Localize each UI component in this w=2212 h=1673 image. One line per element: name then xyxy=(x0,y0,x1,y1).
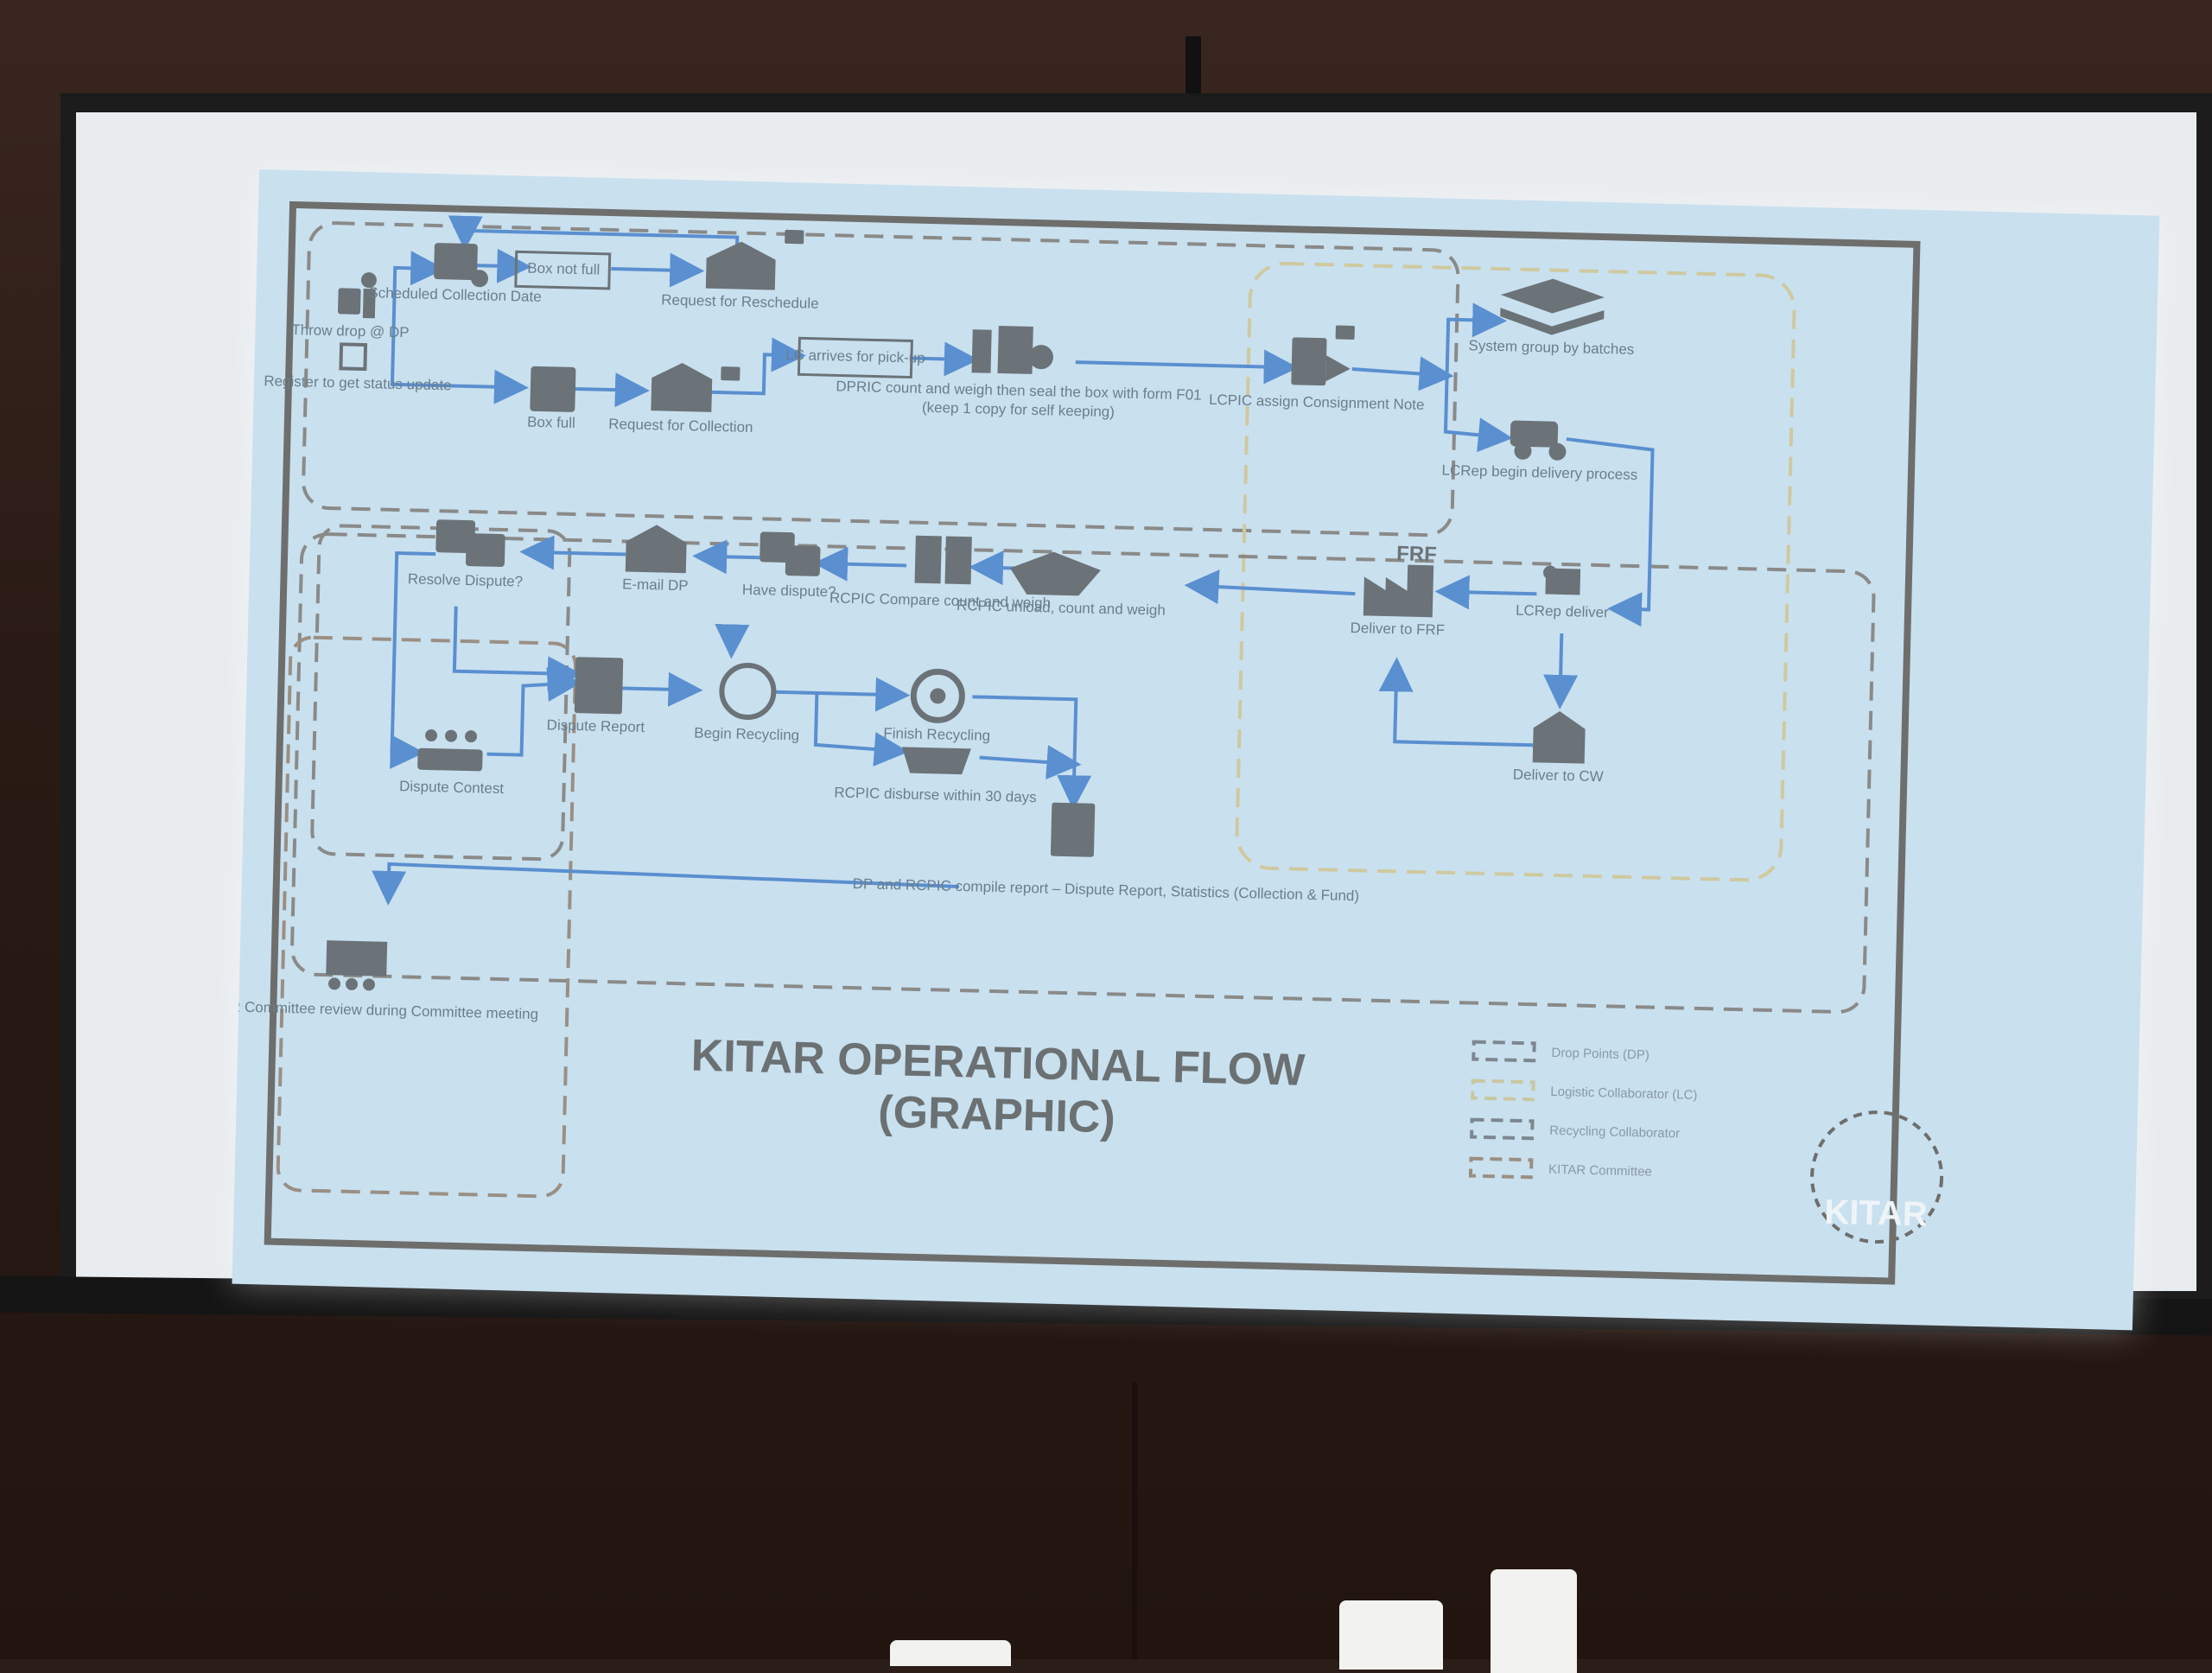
consignment-note-icon xyxy=(1291,337,1351,386)
label-rcpic-unload: RCPIC unload, count and weigh xyxy=(957,597,1166,619)
rc-lane xyxy=(289,532,1876,1014)
dispute-chat-icon xyxy=(435,519,505,567)
report-icon xyxy=(574,657,624,715)
trash-person-icon xyxy=(338,272,377,319)
legend-swatch-lc xyxy=(1471,1078,1535,1102)
label-lcrep-deliver: LCRep deliver xyxy=(1516,602,1609,621)
monitor-icon-2 xyxy=(721,366,741,381)
bottle-cap-right xyxy=(1491,1569,1577,1673)
slide-title-line2: (GRAPHIC) xyxy=(878,1087,1116,1143)
server-icon xyxy=(914,535,972,585)
flow-arrows xyxy=(372,215,1655,906)
factory-frf-icon xyxy=(1363,564,1434,618)
committee-presentation-icon xyxy=(326,940,388,991)
outer-frame xyxy=(264,200,1921,1285)
icons xyxy=(326,229,1605,991)
email-collection-icon xyxy=(651,363,713,412)
label-dispute-report: Dispute Report xyxy=(546,716,645,735)
label-register: Register to get status update xyxy=(264,372,452,393)
label-resolve-dispute: Resolve Dispute? xyxy=(408,570,524,589)
committee-lane xyxy=(276,635,578,1199)
label-deliver-cw: Deliver to CW xyxy=(1513,767,1604,786)
slide-title-line1: KITAR OPERATIONAL FLOW xyxy=(690,1031,1306,1096)
label-email-dp: E-mail DP xyxy=(622,576,689,594)
compile-report-icon xyxy=(1050,802,1096,857)
unload-box-icon xyxy=(1009,551,1101,596)
legend-label-lc: Logistic Collaborator (LC) xyxy=(1550,1085,1697,1103)
label-scheduled: Scheduled Collection Date xyxy=(368,284,542,305)
label-lcpic-assign: LCPIC assign Consignment Note xyxy=(1209,391,1425,413)
layers-icon xyxy=(1500,278,1605,335)
label-frf: FRF xyxy=(1396,542,1437,566)
label-request-collection: Request for Collection xyxy=(608,416,753,436)
meeting-icon xyxy=(417,729,483,772)
label-finish-recycling: Finish Recycling xyxy=(883,725,990,744)
label-box-full: Box full xyxy=(527,414,575,431)
label-deliver-frf: Deliver to FRF xyxy=(1350,620,1445,639)
bottle-cap-middle xyxy=(1339,1600,1443,1670)
label-system-group: System group by batches xyxy=(1468,337,1634,358)
box-not-full-box xyxy=(514,250,612,290)
monitor-icon-3 xyxy=(1335,325,1355,340)
person-house-icon xyxy=(1543,565,1581,595)
kitar-logo: KITAR xyxy=(1810,1110,1944,1244)
label-lcrep-begin: LCRep begin delivery process xyxy=(1441,462,1637,484)
curtain-seam xyxy=(1132,1383,1137,1659)
logo-text: KITAR xyxy=(1824,1193,1928,1234)
label-have-dispute: Have dispute? xyxy=(742,582,836,601)
label-dpric-keep: (keep 1 copy for self keeping) xyxy=(922,399,1115,420)
bottle-cap-left xyxy=(890,1640,1011,1666)
label-compile-report: DP and RCPIC compile report – Dispute Re… xyxy=(853,875,1360,904)
label-rcpic-disburse: RCPIC disburse within 30 days xyxy=(834,784,1037,805)
legend-swatch-rc xyxy=(1470,1117,1535,1141)
label-kitar-review: KITAR Committee review during Committee … xyxy=(232,998,538,1023)
recycle-box-icon xyxy=(530,366,576,412)
handshake-icon xyxy=(901,747,971,775)
label-dpric-count: DPRIC count and weigh then seal the box … xyxy=(836,378,1202,403)
delivery-scooter-icon xyxy=(1510,420,1567,461)
label-lc-arrives: LC arrives for pick-up xyxy=(785,347,925,366)
flow-diagram: Throw drop @ DP Register to get status u… xyxy=(232,200,1944,1285)
email-dp-icon xyxy=(625,525,687,574)
legend-label-dp: Drop Points (DP) xyxy=(1551,1046,1649,1063)
gear-icon xyxy=(910,668,965,723)
warehouse-cw-icon xyxy=(1532,710,1586,764)
lc-arrives-box xyxy=(797,336,913,379)
monitor-icon-1 xyxy=(785,229,804,245)
label-dispute-contest: Dispute Contest xyxy=(399,778,505,797)
legend: Drop Points (DP) Logistic Collaborator (… xyxy=(1468,1040,1698,1180)
legend-swatch-committee xyxy=(1468,1156,1534,1180)
slide: Throw drop @ DP Register to get status u… xyxy=(232,169,2160,1331)
label-begin-recycling: Begin Recycling xyxy=(694,724,799,743)
have-dispute-icon xyxy=(760,531,821,576)
qr-icon xyxy=(339,342,368,372)
label-box-not-full: Box not full xyxy=(527,260,601,278)
legend-swatch-dp xyxy=(1471,1040,1536,1063)
lc-lane xyxy=(1235,262,1796,882)
screen-hook xyxy=(1185,36,1201,104)
legend-label-rc: Recycling Collaborator xyxy=(1549,1123,1680,1142)
node-labels: Throw drop @ DP Register to get status u… xyxy=(232,260,1637,1023)
people-weigh-icon xyxy=(971,325,1053,374)
label-request-reschedule: Request for Reschedule xyxy=(661,291,819,311)
label-throw-drop: Throw drop @ DP xyxy=(291,321,410,340)
recycle-icon xyxy=(719,662,777,720)
legend-label-committee: KITAR Committee xyxy=(1548,1162,1652,1180)
calendar-icon xyxy=(434,243,488,288)
email-reschedule-icon xyxy=(705,241,776,290)
